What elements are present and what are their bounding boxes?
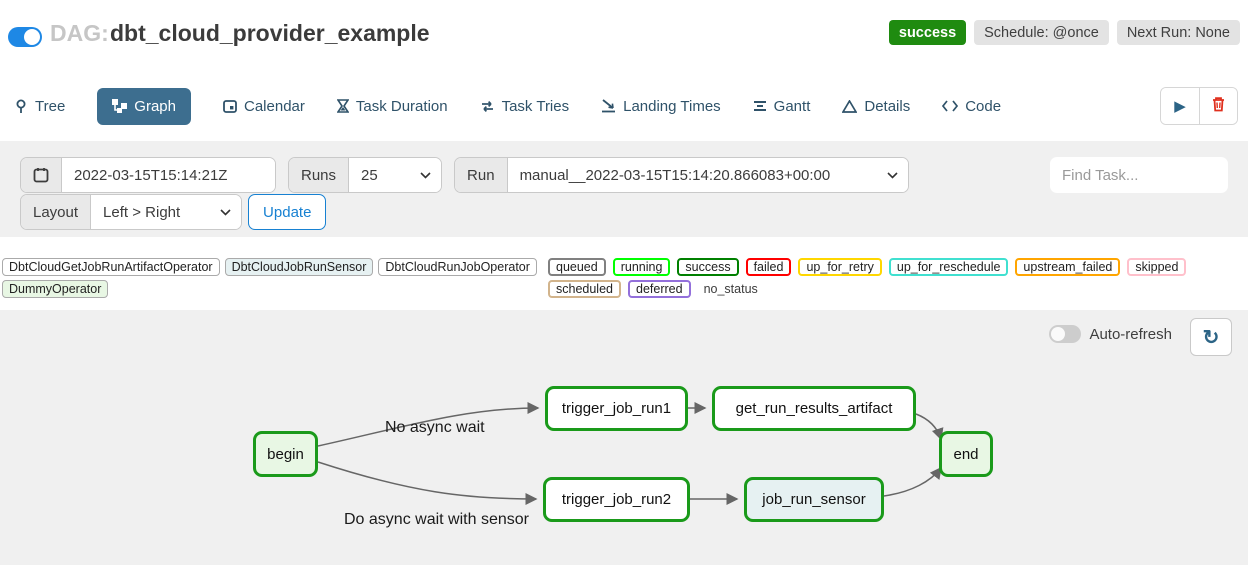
tab-calendar[interactable]: Calendar (223, 98, 305, 115)
code-icon (942, 100, 959, 112)
status-legend: queued running success failed up_for_ret… (548, 258, 1240, 298)
delete-dag-button[interactable] (1199, 88, 1237, 124)
tab-details[interactable]: Details (842, 98, 910, 115)
tab-label: Details (864, 97, 911, 115)
tab-label: Tree (35, 97, 66, 115)
task-node-job-run-sensor[interactable]: job_run_sensor (744, 477, 884, 522)
trash-icon (1211, 96, 1226, 117)
gantt-bars-icon (753, 100, 767, 112)
status-badge: success (888, 20, 967, 45)
status-pill: scheduled (548, 280, 621, 298)
chevron-down-icon (220, 208, 231, 216)
legend-row: DbtCloudGetJobRunArtifactOperator DbtClo… (2, 258, 1246, 298)
tab-label: Gantt (773, 97, 811, 115)
dag-pause-toggle[interactable] (8, 27, 42, 47)
schedule-badge: Schedule: @once (974, 20, 1109, 45)
calendar-addon-icon (21, 158, 62, 192)
run-select-value: manual__2022-03-15T15:14:20.866083+00:00 (519, 166, 831, 184)
edge-label: No async wait (385, 419, 485, 436)
dag-edges (317, 402, 944, 505)
layout-group: Layout Left > Right (20, 194, 243, 230)
refresh-button[interactable]: ↻ (1190, 318, 1232, 356)
tab-label: Task Duration (355, 97, 448, 115)
tab-tree[interactable]: Tree (14, 98, 65, 115)
layout-label: Layout (21, 195, 92, 229)
tab-label: Landing Times (623, 97, 721, 115)
filter-row-1: Runs 25 Run manual__2022-03-15T15:14:20.… (20, 157, 909, 193)
layout-select-value: Left > Right (103, 203, 181, 221)
view-tabbar: Tree Graph Calendar Task Duration Task T… (14, 85, 1001, 127)
refresh-icon: ↻ (1202, 326, 1220, 349)
page-title: dbt_cloud_provider_example (110, 20, 430, 46)
filter-bar: Runs 25 Run manual__2022-03-15T15:14:20.… (0, 141, 1248, 237)
task-node-get-run-results-artifact[interactable]: get_run_results_artifact (712, 386, 916, 431)
operator-chip: DbtCloudJobRunSensor (224, 258, 374, 276)
operator-legend: DbtCloudGetJobRunArtifactOperator DbtClo… (2, 258, 548, 298)
tab-landing-times[interactable]: Landing Times (601, 98, 721, 115)
update-button[interactable]: Update (248, 194, 327, 230)
tab-label: Code (965, 97, 1002, 115)
run-label: Run (455, 158, 508, 192)
triangle-icon (842, 99, 858, 113)
tab-task-duration[interactable]: Task Duration (336, 97, 448, 115)
auto-refresh-toggle[interactable] (1049, 325, 1082, 343)
status-pill: up_for_retry (798, 258, 882, 276)
repeat-icon (480, 100, 495, 113)
status-pill: failed (745, 258, 792, 276)
status-pill: deferred (628, 280, 691, 298)
task-node-end[interactable]: end (939, 431, 993, 477)
tab-label: Graph (134, 97, 176, 115)
play-icon: ▶ (1174, 98, 1186, 115)
auto-refresh-label: Auto-refresh (1089, 325, 1172, 343)
run-select-group: Run manual__2022-03-15T15:14:20.866083+0… (454, 157, 909, 193)
toggle-knob (1051, 327, 1066, 341)
status-pill: up_for_reschedule (888, 258, 1009, 276)
layout-select[interactable]: Left > Right (91, 195, 242, 229)
operator-chip: DummyOperator (2, 280, 109, 298)
calendar-icon (223, 99, 237, 113)
runs-label: Runs (289, 158, 350, 192)
trigger-dag-button[interactable]: ▶ (1161, 88, 1199, 124)
num-runs-group: Runs 25 (288, 157, 443, 193)
run-select[interactable]: manual__2022-03-15T15:14:20.866083+00:00 (507, 158, 908, 192)
dag-header: DAG: dbt_cloud_provider_example success … (0, 0, 1248, 70)
pin-icon (14, 99, 28, 114)
num-runs-value: 25 (361, 166, 378, 184)
base-date-group (20, 157, 276, 193)
operator-chip: DbtCloudRunJobOperator (378, 258, 537, 276)
num-runs-select[interactable]: 25 (349, 158, 442, 192)
task-node-trigger-job-run1[interactable]: trigger_job_run1 (545, 386, 688, 431)
tab-code[interactable]: Code (942, 98, 1001, 115)
tab-task-tries[interactable]: Task Tries (480, 97, 570, 115)
tab-label: Calendar (244, 97, 305, 115)
tab-graph[interactable]: Graph (97, 87, 191, 125)
dag-graph-panel: Auto-refresh ↻ No async wait Do async wa… (0, 310, 1248, 565)
chevron-down-icon (886, 171, 898, 179)
status-pill: queued (548, 258, 606, 276)
sitemap-icon (112, 99, 128, 113)
dag-prefix-label: DAG: (50, 20, 109, 46)
dag-action-group: ▶ (1160, 87, 1238, 125)
tab-gantt[interactable]: Gantt (753, 97, 811, 115)
edge-label: Do async wait with sensor (344, 511, 529, 528)
find-task-input[interactable] (1050, 157, 1228, 193)
status-pill: running (612, 258, 671, 276)
header-badges: success Schedule: @once Next Run: None (888, 20, 1240, 45)
next-run-badge: Next Run: None (1116, 20, 1240, 45)
auto-refresh-control: Auto-refresh (1049, 325, 1172, 343)
base-date-input[interactable] (62, 158, 275, 192)
hourglass-icon (336, 99, 349, 113)
toggle-knob (24, 29, 40, 45)
filter-row-2: Layout Left > Right Update (20, 194, 327, 230)
status-pill: upstream_failed (1015, 258, 1121, 276)
operator-chip: DbtCloudGetJobRunArtifactOperator (2, 258, 220, 276)
no-status-label: no_status (703, 282, 758, 296)
chevron-down-icon (420, 171, 431, 179)
task-node-begin[interactable]: begin (253, 431, 318, 477)
plane-landing-icon (601, 99, 616, 113)
tab-label: Task Tries (501, 97, 570, 115)
status-pill: success (677, 258, 739, 276)
task-node-trigger-job-run2[interactable]: trigger_job_run2 (543, 477, 690, 522)
status-pill: skipped (1127, 258, 1187, 276)
